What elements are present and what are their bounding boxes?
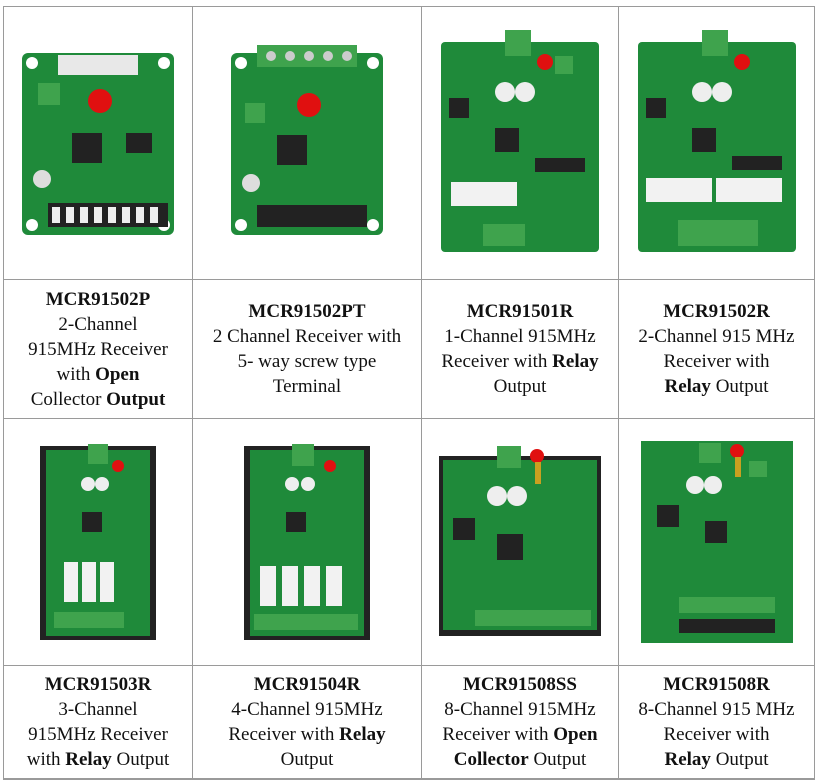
description-line: 8-Channel 915 MHz [638, 699, 795, 720]
description-line: Receiver with [663, 724, 770, 745]
model-name: MCR91502R [663, 301, 770, 322]
product-cell-0: MCR91502P 2-Channel 915MHz Receiver with O… [4, 280, 192, 418]
description-line: Receiver with Relay [441, 351, 599, 372]
model-name: MCR91508R [663, 674, 770, 695]
product-cell-1: MCR91502PT 2 Channel Receiver with 5- way… [193, 280, 421, 418]
product-image-mcr91508ss [422, 419, 618, 665]
description-line: Receiver with Open [442, 724, 598, 745]
product-image-mcr91502r [619, 7, 814, 279]
description-line: Receiver with Relay [228, 724, 386, 745]
description-line: Collector Output [453, 749, 587, 770]
model-name: MCR91508SS [462, 674, 577, 695]
model-name: MCR91504R [253, 674, 361, 695]
description-line: 4-Channel 915MHz [231, 699, 383, 720]
description-line: 915MHz Receiver [28, 724, 168, 745]
description-line: 5- way screw type [237, 351, 377, 372]
product-table: MCR91502P 2-Channel 915MHz Receiver with O… [3, 6, 815, 780]
description-line: 2-Channel 915 MHz [638, 326, 795, 347]
model-description: 2 Channel Receiver with 5- way screw type… [213, 324, 401, 399]
product-cell-4: MCR91503R 3-Channel 915MHz Receiver with R… [4, 666, 192, 778]
description-line: 3-Channel [58, 699, 138, 720]
product-image-mcr91502pt [193, 7, 421, 279]
description-line: Collector Output [30, 388, 166, 410]
description-line: Output [280, 749, 334, 770]
model-description: 3-Channel 915MHz Receiver with Relay Outpu… [27, 697, 170, 772]
description-line: with Relay Output [26, 749, 170, 770]
model-name: MCR91502P [45, 288, 151, 310]
description-line: Relay Output [664, 749, 769, 770]
description-line: Output [493, 376, 547, 397]
product-image-mcr91504r [193, 419, 421, 665]
product-image-mcr91508r [619, 419, 814, 665]
product-image-mcr91502p [4, 7, 192, 279]
description-line: 915MHz Receiver [28, 338, 168, 360]
description-line: with Open [56, 363, 140, 385]
description-line: 8-Channel 915MHz [444, 699, 596, 720]
description-line: 1-Channel 915MHz [444, 326, 596, 347]
product-image-mcr91501r [422, 7, 618, 279]
description-line: Relay Output [664, 376, 769, 397]
model-name: MCR91501R [466, 301, 574, 322]
description-line: Receiver with [663, 351, 770, 372]
description-line: Terminal [272, 376, 342, 397]
model-name: MCR91503R [44, 674, 152, 695]
model-name: MCR91502PT [248, 301, 366, 322]
description-line: 2-Channel [58, 313, 138, 335]
product-image-mcr91503r [4, 419, 192, 665]
description-line: 2 Channel Receiver with [212, 326, 402, 347]
